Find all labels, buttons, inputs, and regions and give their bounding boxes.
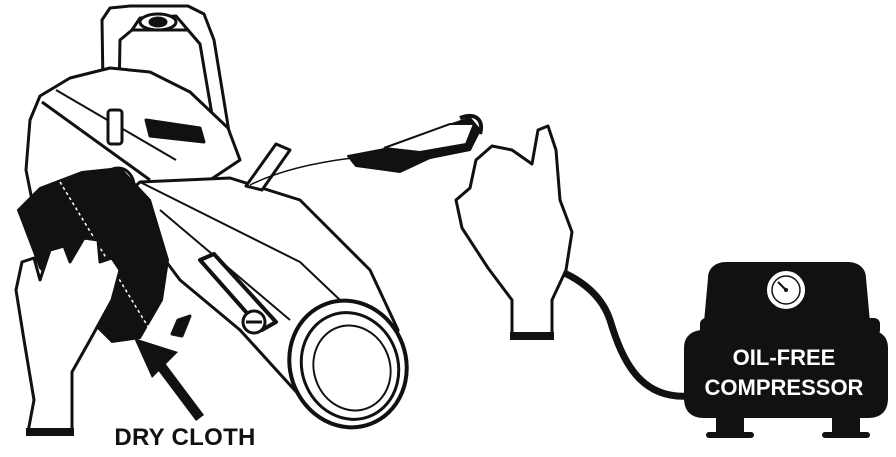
compressor-label-line-2: COMPRESSOR (684, 375, 884, 401)
compressor-label-line-1: OIL-FREE (684, 345, 884, 371)
arrow-icon (134, 338, 200, 418)
pressure-gauge-icon (768, 272, 804, 308)
dry-cloth-label: DRY CLOTH (100, 424, 270, 452)
air-nozzle-icon (348, 116, 481, 172)
hand-icon (456, 126, 572, 338)
